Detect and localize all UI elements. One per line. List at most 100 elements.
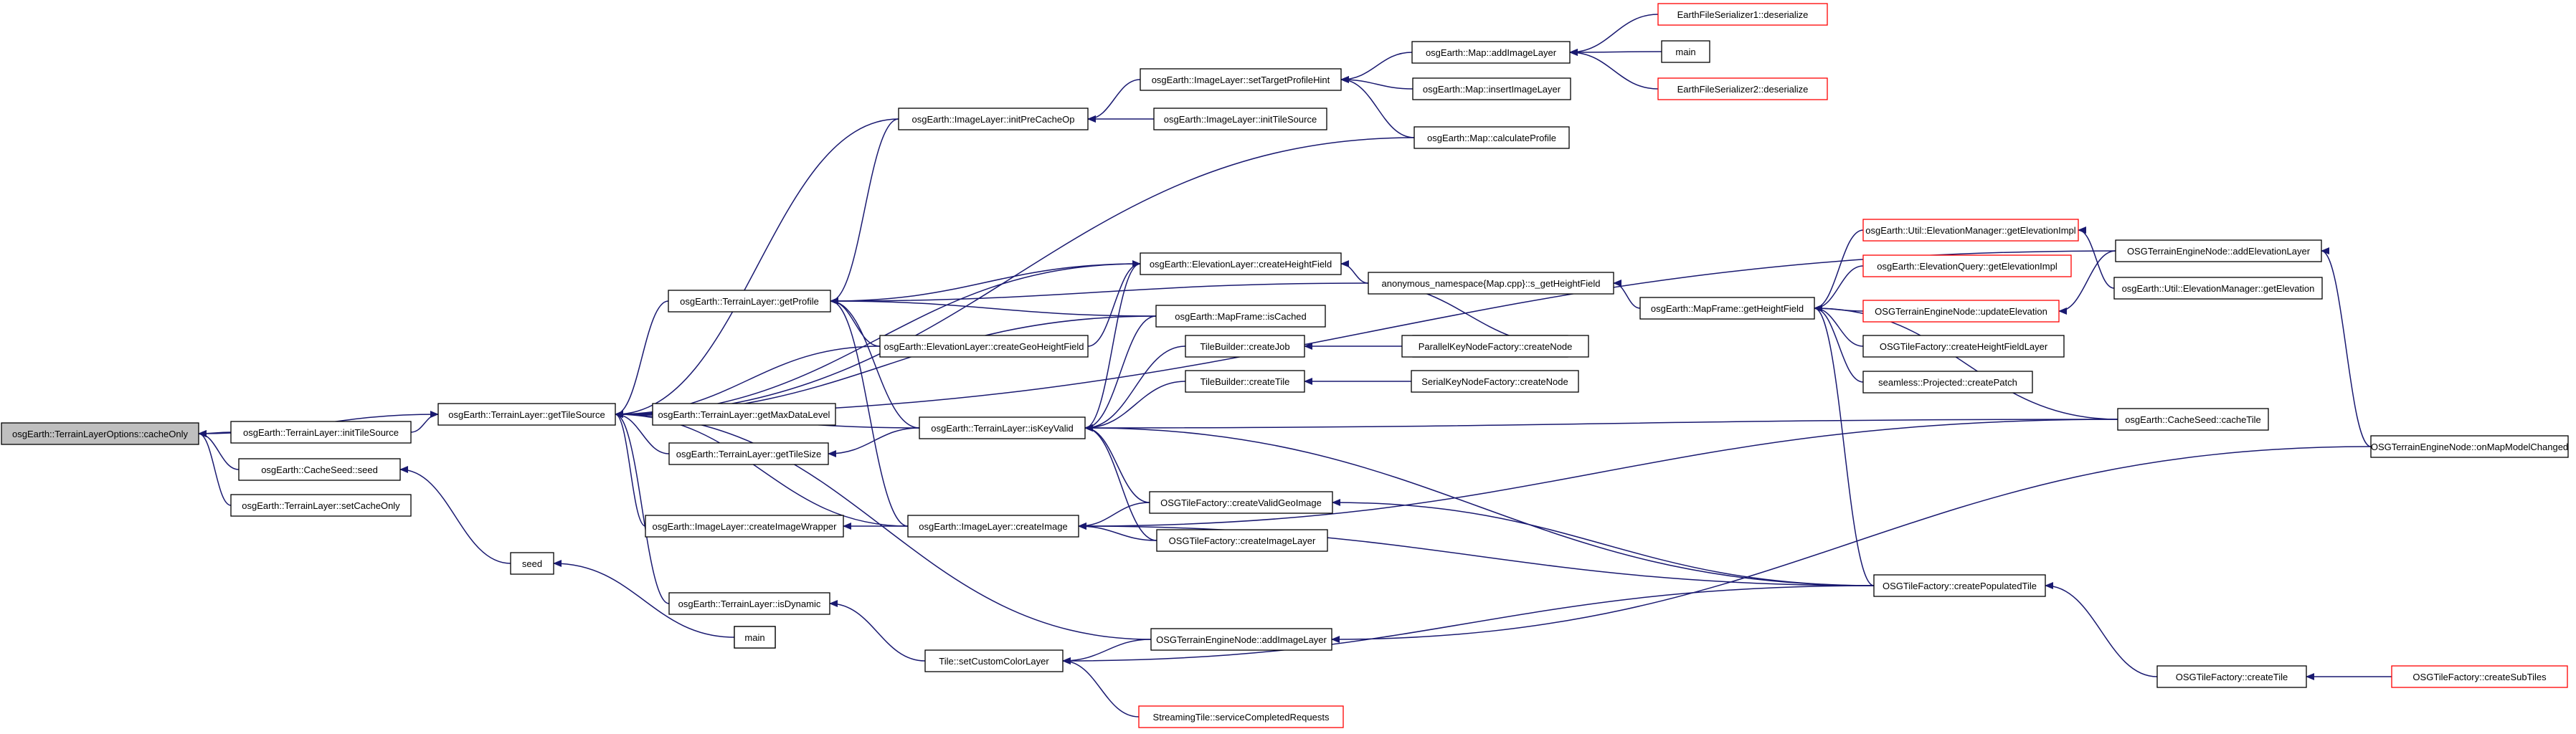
node-box[interactable]: [898, 108, 1089, 130]
graph-node[interactable]: osgEarth::CacheSeed::cacheTile: [2117, 408, 2269, 431]
node-box[interactable]: [879, 335, 1089, 358]
graph-node[interactable]: osgEarth::TerrainLayer::setCacheOnly: [230, 494, 412, 517]
node-box[interactable]: [1156, 529, 1328, 552]
graph-node[interactable]: main: [734, 626, 776, 649]
graph-node[interactable]: osgEarth::TerrainLayerOptions::cacheOnly: [1, 422, 199, 445]
graph-node[interactable]: ParallelKeyNodeFactory::createNode: [1401, 335, 1589, 358]
node-box[interactable]: [230, 421, 412, 444]
node-box[interactable]: [1140, 68, 1342, 91]
node-box[interactable]: [1657, 77, 1828, 100]
node-box[interactable]: [437, 403, 616, 426]
node-box[interactable]: [1368, 272, 1614, 295]
graph-node[interactable]: OSGTerrainEngineNode::addImageLayer: [1150, 628, 1332, 651]
graph-node[interactable]: seed: [510, 552, 554, 575]
node-box[interactable]: [230, 494, 412, 517]
node-box[interactable]: [1153, 108, 1327, 130]
node-box[interactable]: [1185, 335, 1305, 358]
graph-node[interactable]: osgEarth::ElevationLayer::createGeoHeigh…: [879, 335, 1089, 358]
graph-node[interactable]: anonymous_namespace{Map.cpp}::s_getHeigh…: [1368, 272, 1614, 295]
graph-node[interactable]: OSGTileFactory::createSubTiles: [2391, 665, 2568, 688]
graph-node[interactable]: osgEarth::TerrainLayer::getTileSize: [668, 442, 829, 465]
node-box[interactable]: [1401, 335, 1589, 358]
node-box[interactable]: [1657, 3, 1828, 26]
graph-node[interactable]: Tile::setCustomColorLayer: [924, 649, 1064, 672]
node-box[interactable]: [907, 515, 1079, 538]
node-box[interactable]: [1, 422, 199, 445]
graph-node[interactable]: SerialKeyNodeFactory::createNode: [1411, 370, 1579, 393]
node-box[interactable]: [510, 552, 554, 575]
graph-node[interactable]: OSGTerrainEngineNode::onMapModelChanged: [2370, 435, 2569, 458]
graph-node[interactable]: osgEarth::ImageLayer::createImageWrapper: [645, 515, 844, 538]
graph-node[interactable]: osgEarth::ElevationQuery::getElevationIm…: [1862, 254, 2072, 277]
node-box[interactable]: [2113, 277, 2323, 300]
graph-node[interactable]: OSGTileFactory::createHeightFieldLayer: [1862, 335, 2065, 358]
node-box[interactable]: [1862, 335, 2065, 358]
graph-node[interactable]: StreamingTile::serviceCompletedRequests: [1138, 705, 1344, 728]
node-box[interactable]: [1414, 126, 1570, 149]
graph-node[interactable]: osgEarth::MapFrame::isCached: [1155, 305, 1326, 328]
node-box[interactable]: [1150, 628, 1332, 651]
graph-node[interactable]: osgEarth::ImageLayer::initPreCacheOp: [898, 108, 1089, 130]
graph-node[interactable]: osgEarth::Map::insertImageLayer: [1412, 77, 1571, 100]
graph-node[interactable]: osgEarth::TerrainLayer::getMaxDataLevel: [652, 403, 836, 426]
node-box[interactable]: [1862, 300, 2060, 323]
node-box[interactable]: [1412, 77, 1571, 100]
node-box[interactable]: [2370, 435, 2569, 458]
node-box[interactable]: [2391, 665, 2568, 688]
graph-node[interactable]: osgEarth::TerrainLayer::initTileSource: [230, 421, 412, 444]
graph-node[interactable]: osgEarth::ImageLayer::createImage: [907, 515, 1079, 538]
graph-node[interactable]: EarthFileSerializer1::deserialize: [1657, 3, 1828, 26]
graph-node[interactable]: osgEarth::TerrainLayer::getTileSource: [437, 403, 616, 426]
graph-node[interactable]: main: [1661, 40, 1710, 63]
node-box[interactable]: [645, 515, 844, 538]
graph-node[interactable]: osgEarth::Map::calculateProfile: [1414, 126, 1570, 149]
node-box[interactable]: [2117, 408, 2269, 431]
graph-node[interactable]: osgEarth::CacheSeed::seed: [238, 458, 401, 481]
graph-node[interactable]: osgEarth::MapFrame::getHeightField: [1639, 297, 1815, 320]
graph-node[interactable]: EarthFileSerializer2::deserialize: [1657, 77, 1828, 100]
graph-node[interactable]: OSGTileFactory::createValidGeoImage: [1149, 491, 1333, 514]
graph-node[interactable]: osgEarth::Util::ElevationManager::getEle…: [1862, 219, 2079, 242]
node-box[interactable]: [238, 458, 401, 481]
node-box[interactable]: [2156, 665, 2307, 688]
graph-node[interactable]: osgEarth::ElevationLayer::createHeightFi…: [1140, 252, 1342, 275]
node-box[interactable]: [668, 592, 830, 615]
node-box[interactable]: [734, 626, 776, 649]
node-box[interactable]: [1140, 252, 1342, 275]
node-box[interactable]: [1138, 705, 1344, 728]
graph-node[interactable]: OSGTileFactory::createImageLayer: [1156, 529, 1328, 552]
node-box[interactable]: [1862, 254, 2072, 277]
graph-node[interactable]: osgEarth::TerrainLayer::isKeyValid: [919, 416, 1086, 439]
graph-node[interactable]: osgEarth::Map::addImageLayer: [1411, 41, 1571, 64]
node-box[interactable]: [924, 649, 1064, 672]
node-box[interactable]: [668, 290, 831, 313]
node-label: osgEarth::ImageLayer::initTileSource: [1164, 114, 1317, 125]
node-box[interactable]: [1185, 370, 1305, 393]
node-box[interactable]: [1862, 219, 2079, 242]
node-box[interactable]: [668, 442, 829, 465]
graph-node[interactable]: osgEarth::TerrainLayer::getProfile: [668, 290, 831, 313]
graph-node[interactable]: osgEarth::ImageLayer::initTileSource: [1153, 108, 1327, 130]
node-box[interactable]: [652, 403, 836, 426]
node-label: osgEarth::ElevationQuery::getElevationIm…: [1877, 261, 2058, 272]
node-box[interactable]: [1411, 41, 1571, 64]
node-box[interactable]: [1155, 305, 1326, 328]
node-box[interactable]: [1149, 491, 1333, 514]
node-box[interactable]: [1862, 371, 2033, 394]
graph-node[interactable]: osgEarth::ImageLayer::setTargetProfileHi…: [1140, 68, 1342, 91]
graph-node[interactable]: OSGTerrainEngineNode::addElevationLayer: [2115, 239, 2322, 262]
node-box[interactable]: [919, 416, 1086, 439]
node-box[interactable]: [1873, 574, 2046, 597]
node-box[interactable]: [2115, 239, 2322, 262]
graph-node[interactable]: osgEarth::TerrainLayer::isDynamic: [668, 592, 830, 615]
node-box[interactable]: [1639, 297, 1815, 320]
node-box[interactable]: [1411, 370, 1579, 393]
node-box[interactable]: [1661, 40, 1710, 63]
graph-node[interactable]: TileBuilder::createJob: [1185, 335, 1305, 358]
graph-node[interactable]: osgEarth::Util::ElevationManager::getEle…: [2113, 277, 2323, 300]
graph-node[interactable]: OSGTerrainEngineNode::updateElevation: [1862, 300, 2060, 323]
graph-node[interactable]: OSGTileFactory::createTile: [2156, 665, 2307, 688]
graph-node[interactable]: TileBuilder::createTile: [1185, 370, 1305, 393]
graph-node[interactable]: seamless::Projected::createPatch: [1862, 371, 2033, 394]
graph-node[interactable]: OSGTileFactory::createPopulatedTile: [1873, 574, 2046, 597]
